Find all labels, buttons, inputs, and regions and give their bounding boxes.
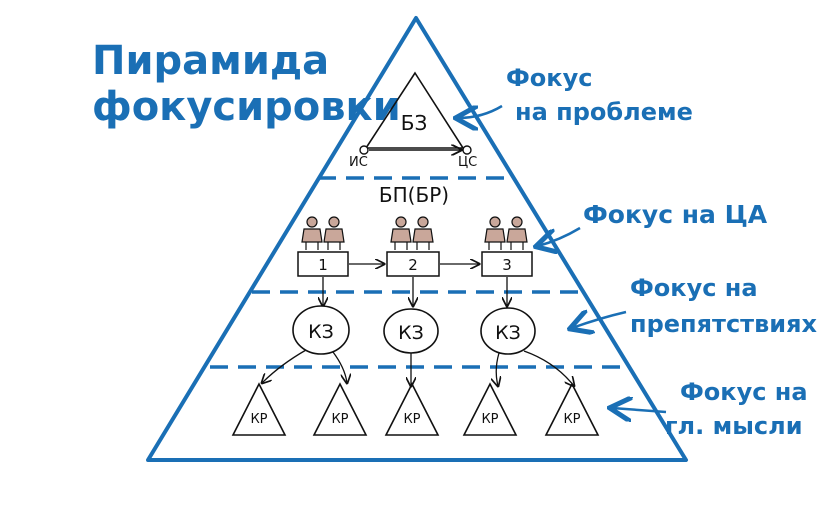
arrow-icon xyxy=(572,312,627,328)
bz-label: БЗ xyxy=(401,111,428,135)
thought-triangle-2 xyxy=(312,382,368,436)
thought-triangle-3-label: КР xyxy=(403,412,420,427)
focus-main-thoughts-line2: гл. мысли xyxy=(665,412,803,440)
people-pair-icon xyxy=(390,216,434,250)
obstacle-circle-2-label: КЗ xyxy=(398,322,424,344)
bp-br-label: БП(БР) xyxy=(379,183,449,207)
cs-node xyxy=(462,145,472,155)
arrow-icon xyxy=(458,104,503,118)
title-line2: фокусировки xyxy=(92,84,401,130)
focus-main-thoughts-line1: Фокус на xyxy=(680,378,808,406)
is-label: ИС xyxy=(349,155,368,170)
obstacle-circle-3-label: КЗ xyxy=(495,322,521,344)
audience-box-2 xyxy=(386,251,440,277)
arrow-icon xyxy=(523,350,574,386)
arrow-icon xyxy=(262,349,307,383)
audience-box-1-label: 1 xyxy=(318,256,328,274)
thought-triangle-2-label: КР xyxy=(331,412,348,427)
audience-box-3 xyxy=(481,251,533,277)
arrow-icon xyxy=(496,352,499,386)
focus-problem-line2: на проблеме xyxy=(515,98,693,126)
people-pair-icon xyxy=(484,216,528,250)
obstacle-circle-1-label: КЗ xyxy=(308,321,334,343)
audience-box-1 xyxy=(297,251,349,277)
obstacle-circle-3 xyxy=(480,307,536,355)
obstacle-circle-1 xyxy=(292,305,350,355)
problem-triangle xyxy=(364,71,465,149)
thought-triangle-4 xyxy=(462,382,518,436)
people-pair-icon xyxy=(301,216,345,250)
focus-audience-line1: Фокус на ЦА xyxy=(583,200,768,229)
thought-triangle-5 xyxy=(544,382,600,436)
focus-obstacles-line2: препятствиях xyxy=(630,310,817,338)
is-node xyxy=(359,145,369,155)
thought-triangle-3 xyxy=(384,382,440,436)
cs-label: ЦС xyxy=(458,155,477,170)
thought-triangle-4-label: КР xyxy=(481,412,498,427)
arrow-icon xyxy=(612,408,667,412)
title-line1: Пирамида xyxy=(92,38,329,84)
focus-problem-line1: Фокус xyxy=(506,64,592,92)
thought-triangle-5-label: КР xyxy=(563,412,580,427)
arrow-icon xyxy=(332,351,347,383)
audience-box-3-label: 3 xyxy=(502,256,512,274)
thought-triangle-1-label: КР xyxy=(250,412,267,427)
audience-box-2-label: 2 xyxy=(408,256,418,274)
arrow-icon xyxy=(538,226,581,246)
thought-triangle-1 xyxy=(231,382,287,436)
focus-obstacles-line1: Фокус на xyxy=(630,274,758,302)
